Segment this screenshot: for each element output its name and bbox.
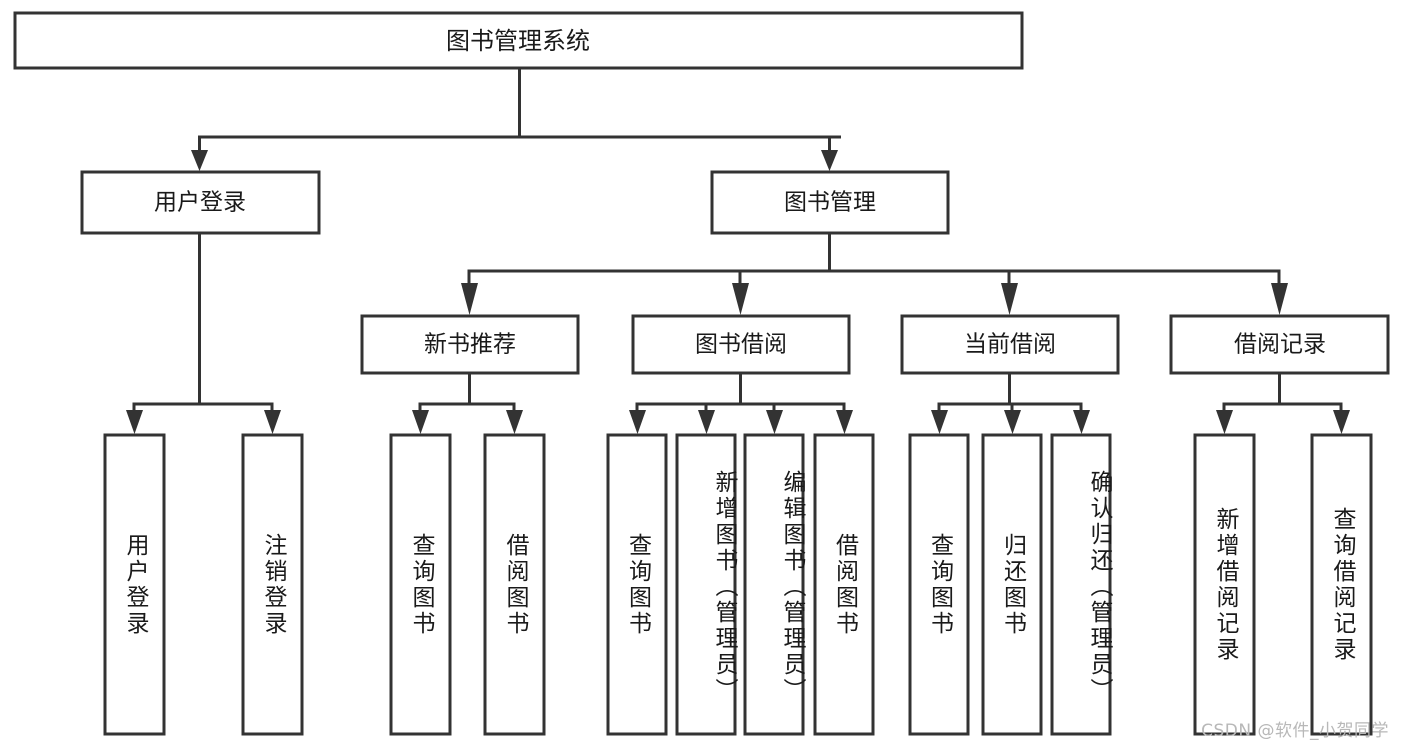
arrow-head-leaf-query-book-2 — [629, 410, 646, 434]
node-current-borrow[interactable]: 当前借阅 — [900, 314, 1120, 375]
arrow-head-leaf-logout-login — [264, 410, 281, 434]
node-book-manage[interactable]: 图书管理 — [710, 170, 950, 235]
arrow-head-leaf-user-login — [126, 410, 143, 434]
node-new-book-recommend-label: 新书推荐 — [424, 332, 516, 358]
node-leaf-edit-book-box[interactable] — [743, 433, 805, 736]
node-new-book-recommend[interactable]: 新书推荐 — [360, 314, 580, 375]
node-book-borrow-box[interactable] — [631, 314, 851, 375]
node-user-login-label: 用户登录 — [154, 190, 246, 216]
arrow-head-leaf-edit-book — [766, 410, 783, 434]
node-borrow-record-label: 借阅记录 — [1234, 332, 1326, 358]
node-root-box[interactable] — [13, 11, 1024, 70]
arrow-head-book-borrow — [732, 283, 749, 315]
arrow-head-leaf-borrow-book-2 — [836, 410, 853, 434]
node-leaf-return-book-box[interactable] — [981, 433, 1043, 736]
node-user-login[interactable]: 用户登录 — [80, 170, 321, 235]
node-user-login-box[interactable] — [80, 170, 321, 235]
node-leaf-user-login-box[interactable] — [103, 433, 166, 736]
arrow-head-current-borrow — [1001, 283, 1018, 315]
node-leaf-logout-login-box[interactable] — [241, 433, 304, 736]
arrow-head-leaf-query-book-1 — [412, 410, 429, 434]
node-new-book-recommend-box[interactable] — [360, 314, 580, 375]
arrow-head-leaf-confirm-return — [1073, 410, 1090, 434]
arrow-head-book-manage — [821, 150, 838, 171]
node-leaf-add-book-box[interactable] — [675, 433, 737, 736]
arrow-head-leaf-add-book — [698, 410, 715, 434]
node-borrow-record-box[interactable] — [1169, 314, 1390, 375]
node-leaf-query-book-2-box[interactable] — [606, 433, 668, 736]
node-leaf-add-record-box[interactable] — [1193, 433, 1256, 736]
arrow-head-user-login — [191, 150, 208, 171]
node-root-label: 图书管理系统 — [446, 27, 590, 55]
arrow-head-leaf-query-book-3 — [931, 410, 948, 434]
node-leaf-query-book-1-box[interactable] — [389, 433, 452, 736]
arrow-head-borrow-record — [1271, 283, 1288, 315]
node-leaf-confirm-return-box[interactable] — [1050, 433, 1112, 736]
node-book-borrow[interactable]: 图书借阅 — [631, 314, 851, 375]
node-book-manage-box[interactable] — [710, 170, 950, 235]
node-root[interactable]: 图书管理系统 — [13, 11, 1024, 70]
arrow-head-leaf-add-record — [1216, 410, 1233, 434]
node-borrow-record[interactable]: 借阅记录 — [1169, 314, 1390, 375]
node-leaf-query-record-box[interactable] — [1310, 433, 1373, 736]
arrow-head-leaf-return-book — [1004, 410, 1021, 434]
csdn-watermark: CSDN @软件_小贺同学 — [1201, 721, 1389, 741]
connector-group — [126, 66, 1350, 434]
arrow-head-leaf-query-record — [1333, 410, 1350, 434]
node-current-borrow-label: 当前借阅 — [964, 332, 1056, 358]
arrow-head-new-book-recommend — [461, 283, 478, 315]
node-current-borrow-box[interactable] — [900, 314, 1120, 375]
node-leaf-borrow-book-2-box[interactable] — [813, 433, 875, 736]
node-leaf-query-book-3-box[interactable] — [908, 433, 970, 736]
node-leaf-borrow-book-1-box[interactable] — [483, 433, 546, 736]
arrow-head-leaf-borrow-book-1 — [506, 410, 523, 434]
node-book-manage-label: 图书管理 — [784, 190, 876, 216]
node-book-borrow-label: 图书借阅 — [695, 332, 787, 358]
